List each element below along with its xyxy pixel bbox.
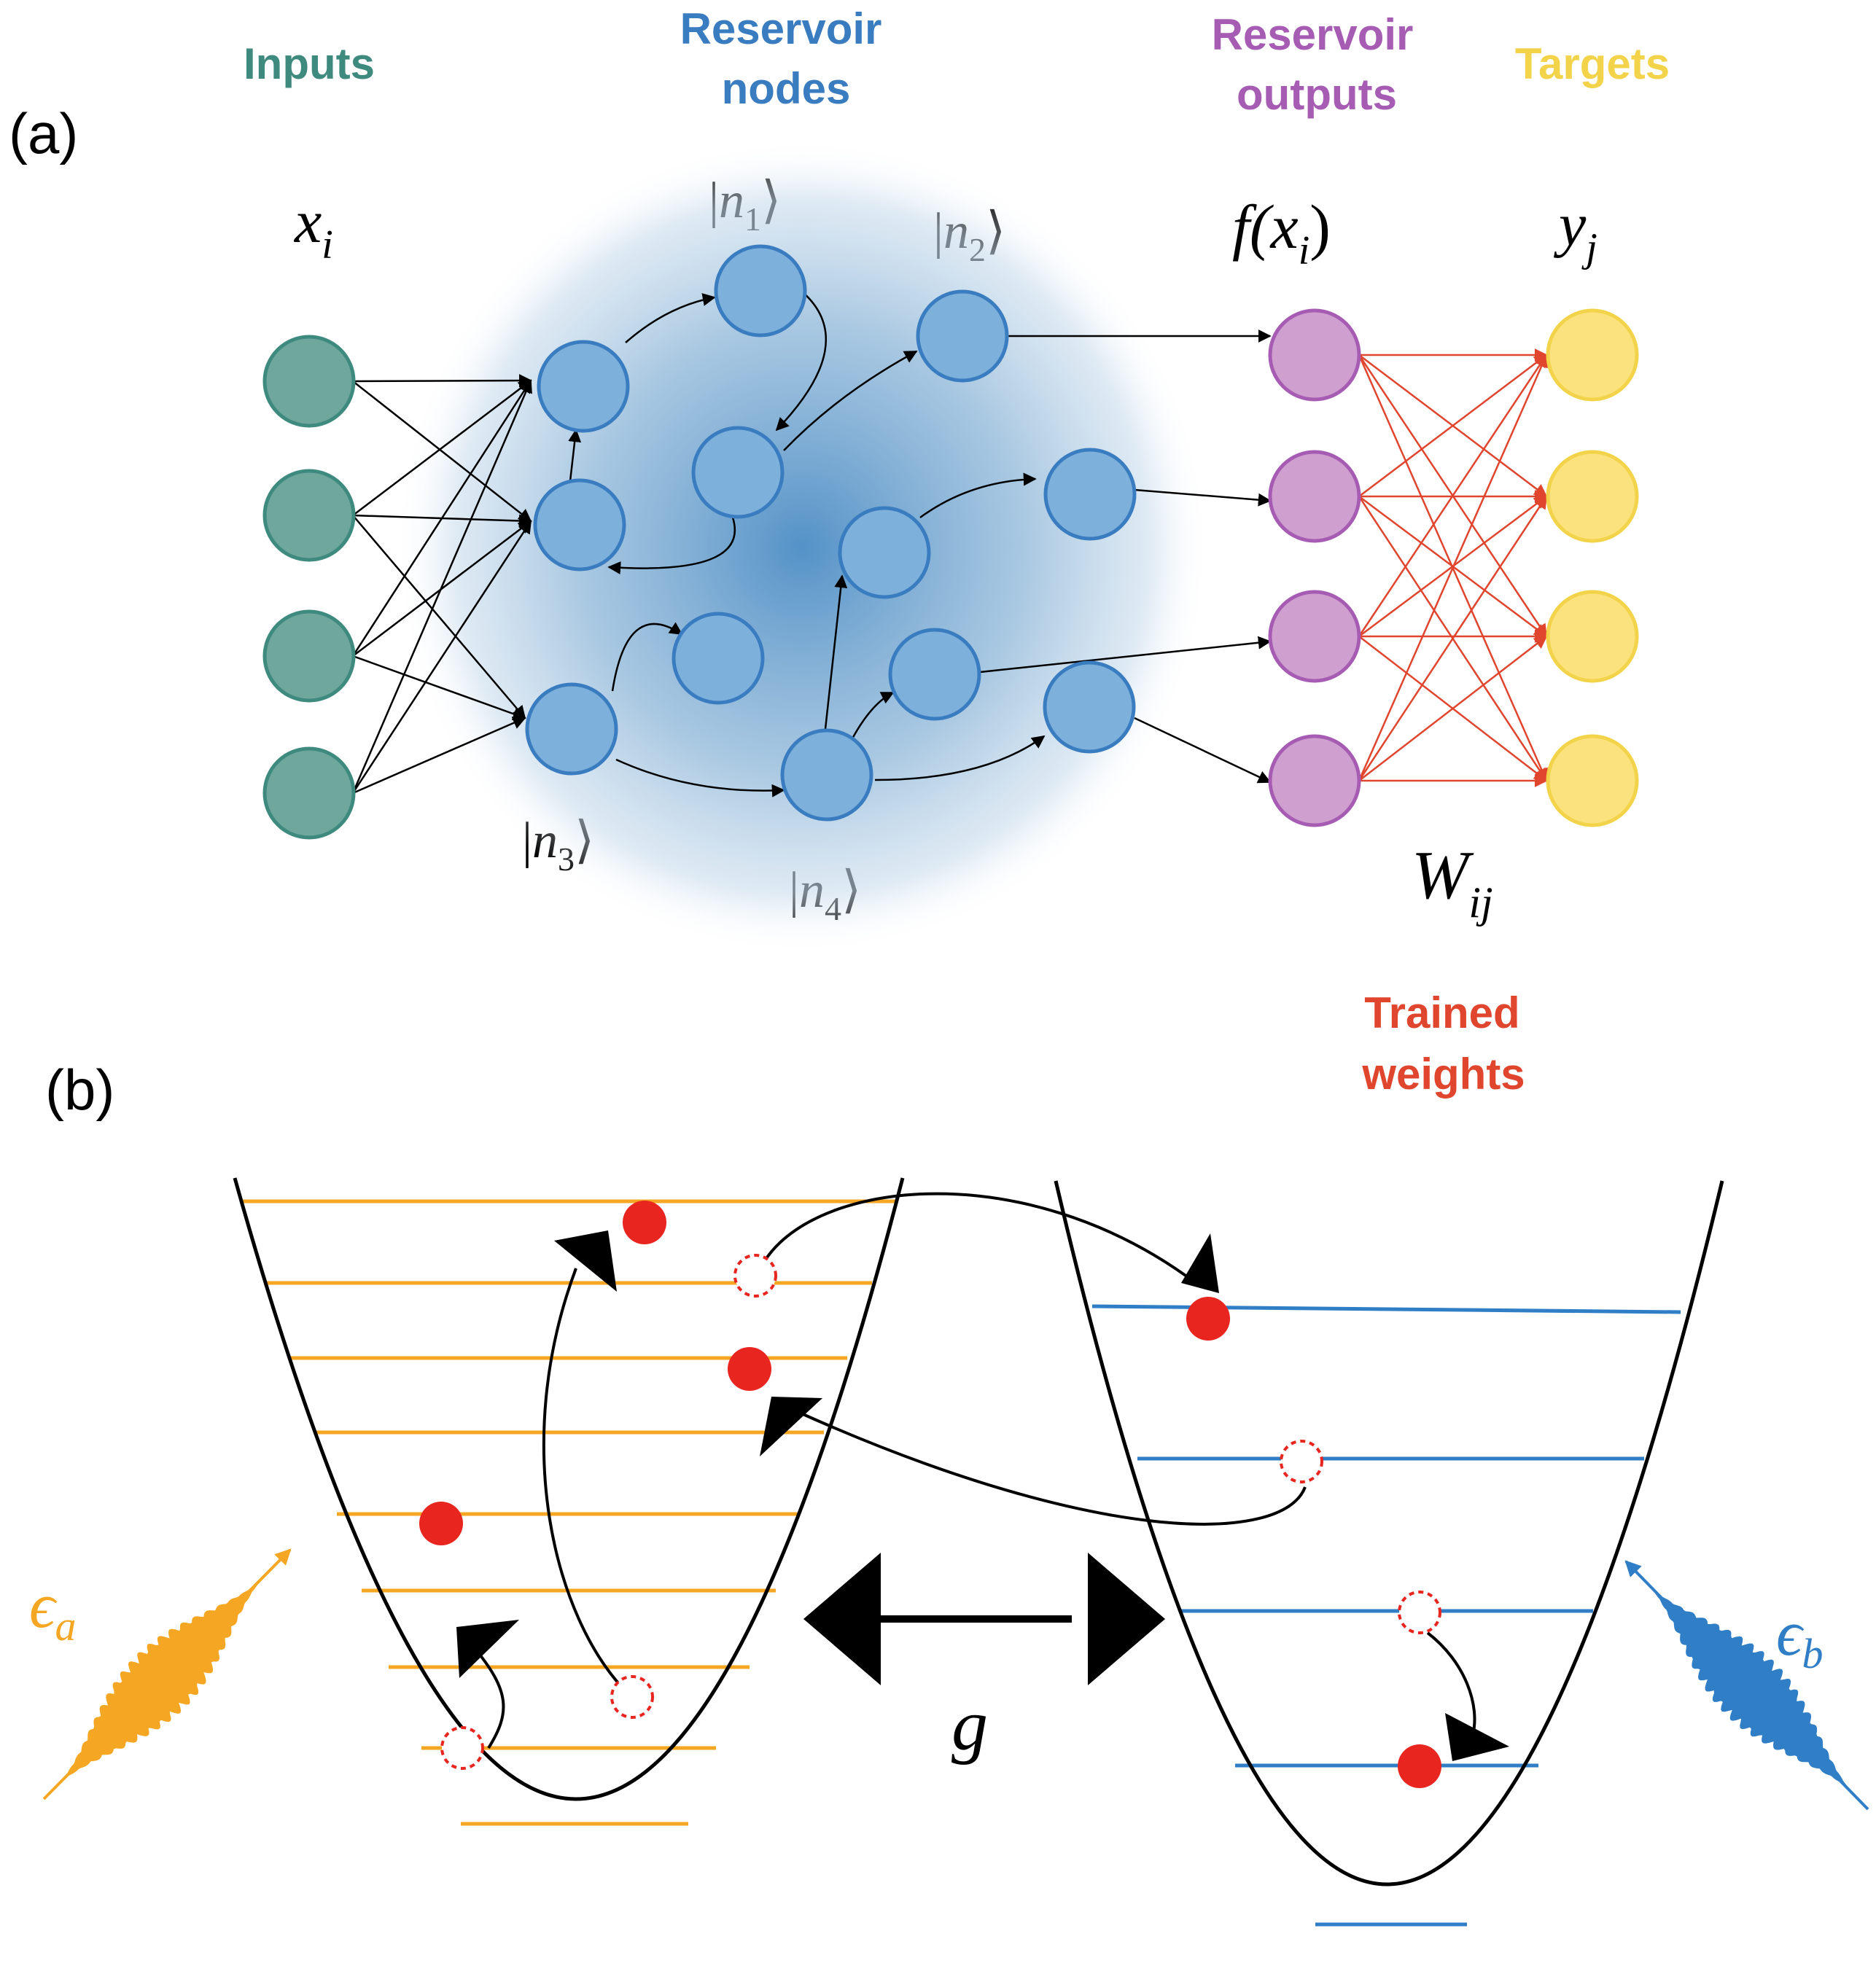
particle <box>1398 1744 1441 1788</box>
drive-pulse-a <box>42 1548 292 1800</box>
coupling-label: g <box>951 1685 988 1766</box>
output-node <box>1268 308 1361 402</box>
particle <box>728 1347 771 1391</box>
drive-pulse-b <box>1624 1560 1869 1811</box>
reservoir-node-n1 <box>714 244 807 338</box>
targets-header: Targets <box>1515 39 1670 88</box>
reservoir-node <box>537 340 630 433</box>
transition-arrowheads <box>456 1230 1509 1761</box>
arrowhead <box>760 1397 822 1456</box>
trained-weight-connections <box>1358 348 1548 787</box>
reservoir-node <box>533 478 626 571</box>
target-nodes <box>1546 308 1639 827</box>
trained-weight-edge <box>1358 354 1548 637</box>
vacated-site <box>440 1726 484 1770</box>
reservoir-node <box>672 612 765 705</box>
drive-b-label: ϵb <box>1776 1599 1823 1677</box>
reservoir-node <box>1043 448 1137 541</box>
trained-weight-edge <box>1358 635 1548 781</box>
trained-weights-header-line2: weights <box>1361 1050 1525 1099</box>
particle <box>419 1502 463 1545</box>
output-node <box>1268 590 1361 683</box>
drive-a-label: ϵa <box>29 1571 76 1650</box>
input-node <box>262 609 356 703</box>
particle <box>623 1201 666 1244</box>
target-node <box>1546 590 1639 683</box>
input-nodes <box>262 335 356 840</box>
vacated-sites <box>440 1254 1441 1770</box>
vacated-site <box>1398 1591 1441 1634</box>
reservoir-nodes <box>525 244 1137 822</box>
vacated-site <box>1280 1440 1323 1483</box>
reservoir-outputs-header-line2: outputs <box>1237 70 1397 119</box>
output-node <box>1268 450 1361 543</box>
reservoir-node <box>1043 660 1136 754</box>
well-b-curve <box>1054 1180 1724 1887</box>
trained-weight-edge <box>1358 495 1548 781</box>
arrowhead <box>1181 1233 1219 1293</box>
transition-arrows <box>472 1192 1476 1749</box>
arrowhead <box>554 1230 617 1292</box>
target-node <box>1546 308 1639 402</box>
coupling-arrowhead-left <box>803 1553 881 1685</box>
weights-symbol: Wij <box>1412 838 1493 926</box>
particle <box>1186 1297 1230 1341</box>
output-nodes <box>1268 308 1361 827</box>
output-node <box>1268 734 1361 827</box>
reservoir-node-n4 <box>780 728 873 822</box>
input-symbol: xi <box>293 188 333 268</box>
inputs-header: Inputs <box>244 39 375 88</box>
reservoir-sphere <box>394 138 1210 955</box>
input-node <box>262 469 356 562</box>
pulse-a-envelope <box>58 1579 262 1784</box>
trained-weights-header-line1: Trained <box>1364 988 1519 1037</box>
target-node <box>1546 450 1639 543</box>
input-node <box>262 335 356 428</box>
reservoir-outputs-header-line1: Reservoir <box>1212 10 1414 59</box>
panel-b-label: (b) <box>45 1058 114 1122</box>
well-a-curve <box>233 1177 905 1801</box>
target-symbol: yj <box>1553 191 1597 270</box>
vacated-site <box>610 1675 654 1719</box>
target-node <box>1546 734 1639 827</box>
input-connections <box>351 374 532 795</box>
reservoir-node-n3 <box>525 682 618 776</box>
output-function-symbol: f(xi) <box>1232 192 1331 273</box>
pulse-b-envelope <box>1649 1586 1852 1792</box>
input-node <box>262 746 356 840</box>
reservoir-internal-connections <box>568 291 1046 797</box>
trained-weight-edge <box>1358 354 1548 781</box>
reservoir-node <box>888 628 981 721</box>
panel-a-label: (a) <box>9 101 78 165</box>
arrowhead <box>456 1620 519 1678</box>
readout-connections <box>979 329 1272 784</box>
arrowhead <box>1445 1713 1509 1761</box>
occupied-particles <box>419 1201 1441 1788</box>
trained-weight-edge <box>1358 354 1548 497</box>
reservoir-node-n2 <box>916 289 1009 383</box>
reservoir-nodes-header-line2: nodes <box>722 64 851 113</box>
coupling-arrow <box>803 1553 1165 1685</box>
reservoir-node <box>691 426 785 519</box>
reservoir-nodes-header-line1: Reservoir <box>680 4 882 53</box>
vacated-site <box>733 1254 777 1298</box>
reservoir-node <box>838 506 931 599</box>
coupling-arrowhead-right <box>1088 1553 1165 1685</box>
